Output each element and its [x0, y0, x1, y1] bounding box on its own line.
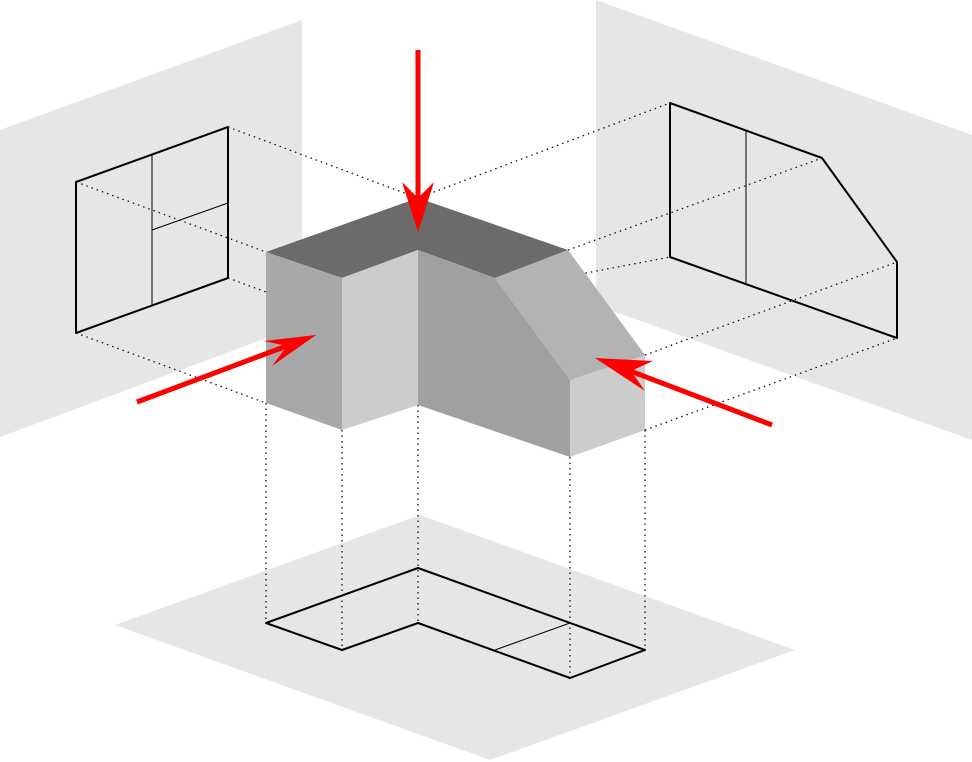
arrow-top-view — [402, 50, 434, 232]
side-view-left — [75, 126, 229, 334]
arrow-left-view — [136, 335, 316, 405]
arrow-right-view — [595, 358, 773, 428]
view-arrows — [136, 50, 773, 428]
front-view-right — [669, 102, 898, 339]
inner-light-face — [342, 250, 418, 430]
sloped-face — [495, 250, 645, 380]
top-view-bottom — [265, 567, 646, 679]
bottom-projection-plane — [115, 515, 795, 760]
left-projection-plane — [0, 20, 302, 437]
end-face — [570, 355, 645, 457]
right-front-face — [418, 250, 570, 457]
top-face — [266, 198, 568, 278]
projection-lines — [75, 102, 898, 678]
right-projection-plane — [596, 0, 972, 440]
3d-object — [266, 198, 645, 457]
